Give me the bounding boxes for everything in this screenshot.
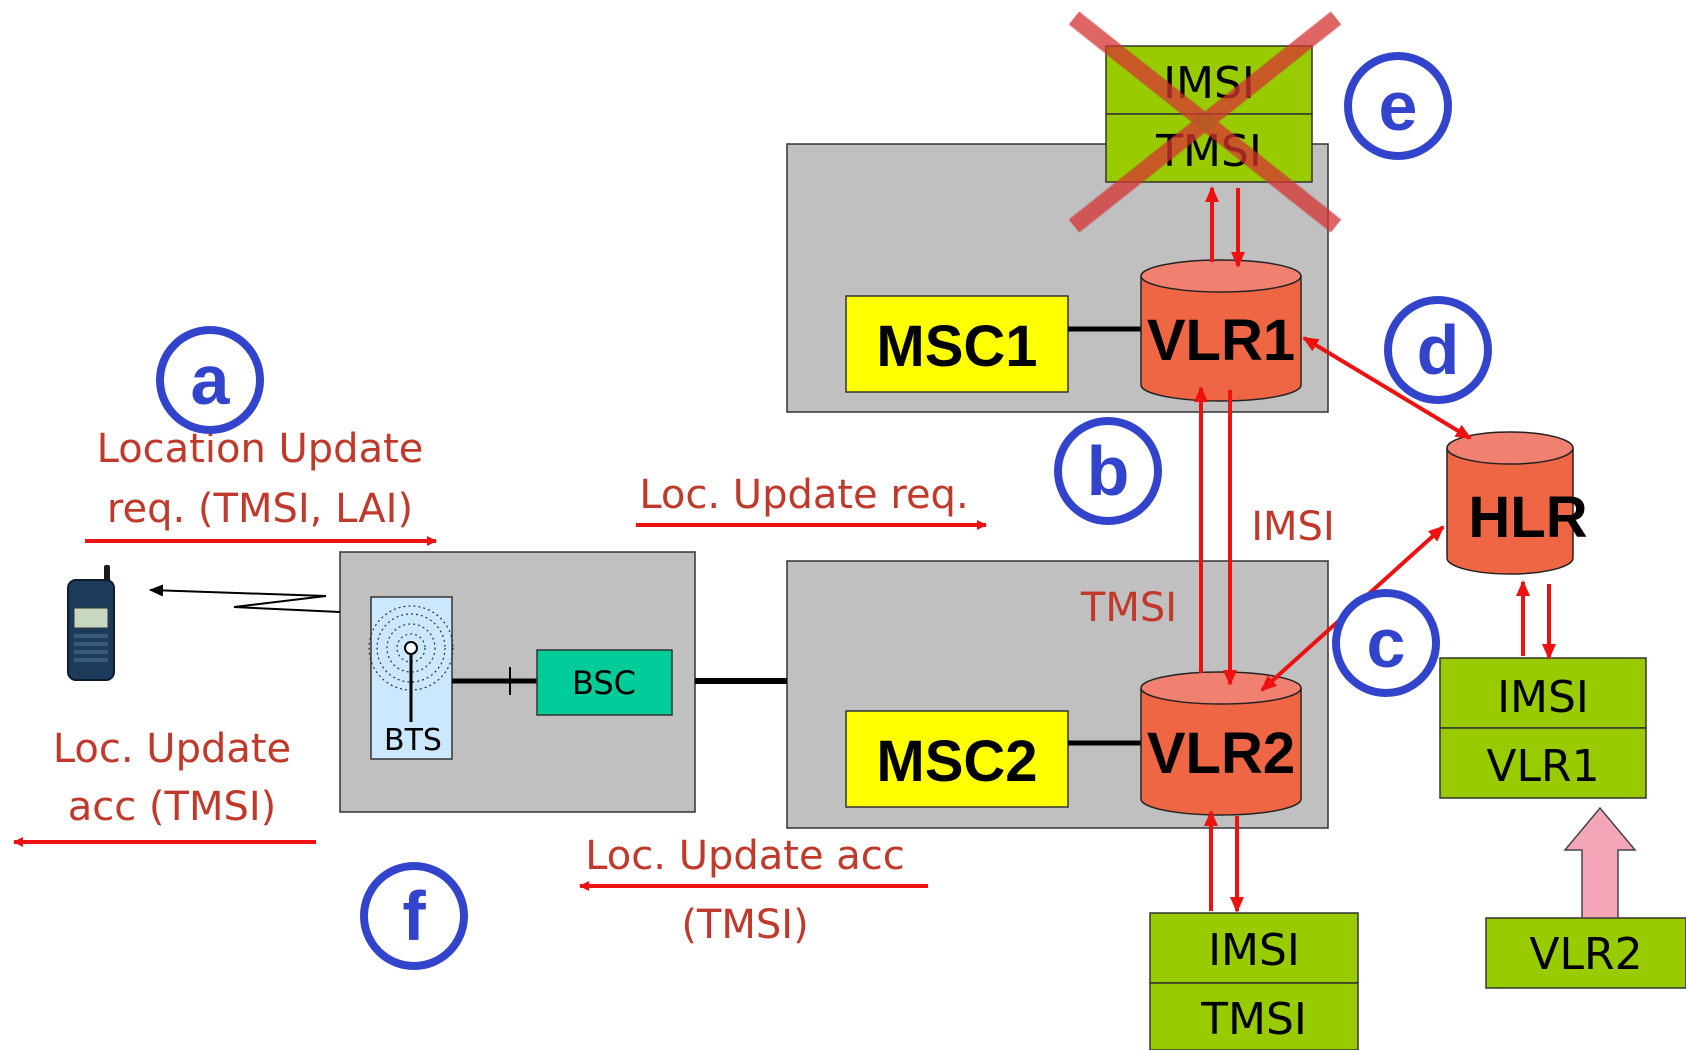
imsi-label: IMSI [1251,504,1335,550]
new-vlr-record: IMSI TMSI [1150,913,1358,1050]
bts-label: BTS [384,723,442,758]
step-marker-f: f [364,866,464,966]
step-marker-e: e [1348,56,1448,156]
bsc-label: BSC [572,664,636,702]
vlr1-label: VLR1 [1147,308,1295,373]
tmsi-label: TMSI [1080,585,1177,631]
bss-req-label: Loc. Update req. [639,472,968,518]
svg-text:a: a [191,341,231,419]
antenna-head [405,642,417,654]
radio-link [150,590,340,612]
ms-acc-label-line1: Loc. Update [53,726,291,772]
hlr-record-field-1: IMSI [1497,672,1589,723]
step-marker-b: b [1058,421,1158,521]
new-vlr-record-field-2: TMSI [1200,994,1307,1045]
svg-text:d: d [1417,311,1460,389]
step-marker-a: a [160,330,260,430]
svg-text:b: b [1087,432,1130,510]
msc-acc-label-line1: Loc. Update acc [585,833,905,879]
mobile-phone-icon [68,565,114,680]
hlr-update-arrow [1565,808,1635,918]
msc-acc-label-line2: (TMSI) [681,902,808,948]
hlr-label: HLR [1468,485,1587,550]
svg-text:f: f [402,877,426,955]
ms-req-label-line2: req. (TMSI, LAI) [107,486,413,532]
hlr-update-label: VLR2 [1529,929,1642,980]
ms-req-label-line1: Location Update [97,426,424,472]
msc1-label: MSC1 [876,314,1037,379]
step-marker-d: d [1388,300,1488,400]
svg-text:c: c [1367,604,1406,682]
vlr2-label: VLR2 [1147,721,1295,786]
hlr-record-field-2: VLR1 [1486,741,1599,792]
new-vlr-record-field-1: IMSI [1208,925,1300,976]
hlr-record: IMSI VLR1 [1440,658,1646,798]
step-marker-c: c [1336,593,1436,693]
ms-acc-label-line2: acc (TMSI) [68,784,277,830]
msc2-label: MSC2 [876,729,1037,794]
svg-text:e: e [1379,67,1418,145]
